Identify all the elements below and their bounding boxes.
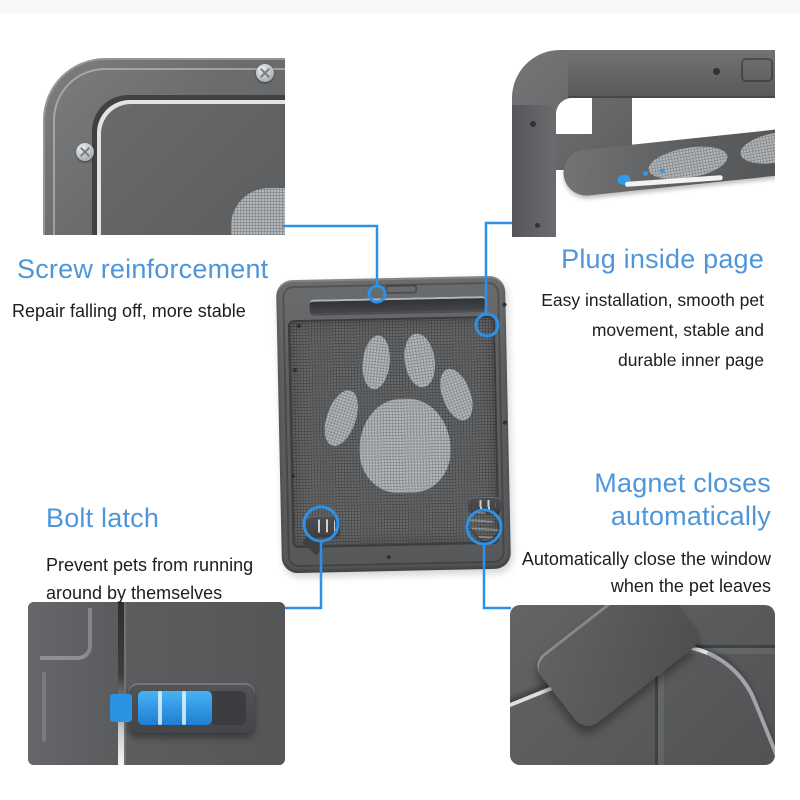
callout-description: Automatically close the window when the …: [471, 546, 771, 600]
inset-bolt-latch-photo: [28, 602, 285, 765]
screw-hole: [713, 68, 720, 75]
screw-hole: [292, 368, 297, 373]
callout-bolt-latch: Bolt latch Prevent pets from running aro…: [46, 502, 253, 607]
paw-pad: [358, 397, 452, 494]
bolt-latch-slider: [138, 691, 212, 725]
desc-line: Repair falling off, more stable: [12, 301, 246, 321]
screw-icon: [76, 143, 94, 161]
inset-magnet-photo: [510, 605, 775, 765]
bolt-latch-slider: [311, 519, 336, 533]
screw-hole: [502, 420, 508, 425]
desc-line: Automatically close the window: [521, 549, 771, 569]
frame-door-gap: [118, 602, 124, 765]
frame-groove: [42, 672, 46, 742]
callout-title: Magnet closes automatically: [471, 467, 771, 533]
bolt-latch-slot: [208, 691, 246, 725]
top-recess: [385, 284, 418, 295]
bolt-latch-tab: [110, 694, 132, 722]
callout-screw-reinforcement: Screw reinforcement Repair falling off, …: [12, 253, 269, 324]
frame-top-bar: [568, 50, 775, 98]
title-line: Magnet closes: [594, 468, 771, 498]
callout-magnet-closes-automatically: Magnet closes automatically Automaticall…: [471, 467, 771, 600]
desc-line: around by themselves: [46, 583, 223, 603]
frame-recess: [741, 58, 773, 82]
desc-line: Easy installation, smooth pet: [541, 290, 764, 310]
callout-title: Plug inside page: [561, 244, 764, 274]
connector-screw: [283, 224, 379, 286]
desc-line: durable inner page: [618, 350, 764, 370]
desc-line: when the pet leaves: [610, 576, 771, 596]
screw-hole: [296, 323, 301, 329]
screw-hole: [535, 223, 540, 228]
callout-plug-inside-page: Plug inside page Easy installation, smoo…: [464, 243, 764, 375]
screw-hole: [386, 555, 391, 560]
corner-arc: [655, 645, 775, 765]
flap-track-slot: [309, 296, 486, 314]
callout-title: Bolt latch: [46, 503, 160, 533]
screw-icon: [256, 64, 274, 82]
frame-notch: [40, 608, 92, 660]
callout-description: Repair falling off, more stable: [12, 298, 268, 324]
top-strip: [0, 0, 800, 13]
blue-plug-pin: [642, 171, 649, 176]
screw-hole: [530, 121, 536, 127]
callout-title: Screw reinforcement: [17, 254, 269, 284]
callout-description: Prevent pets from running around by them…: [46, 551, 253, 607]
frame-corner-rim: [53, 68, 285, 235]
frame-side-bar: [512, 105, 556, 237]
inset-plug-inside-page-photo: [508, 45, 775, 237]
desc-line: movement, stable and: [591, 320, 764, 340]
inset-screw-reinforcement-photo: [35, 52, 285, 235]
flap-mesh-oval: [737, 126, 775, 169]
title-line: automatically: [610, 501, 771, 531]
callout-description: Easy installation, smooth pet movement, …: [464, 285, 764, 375]
frame-inner-notch: [556, 98, 592, 134]
desc-line: Prevent pets from running: [46, 555, 254, 575]
screw-hole: [291, 474, 296, 479]
frame-edge: [28, 602, 118, 765]
